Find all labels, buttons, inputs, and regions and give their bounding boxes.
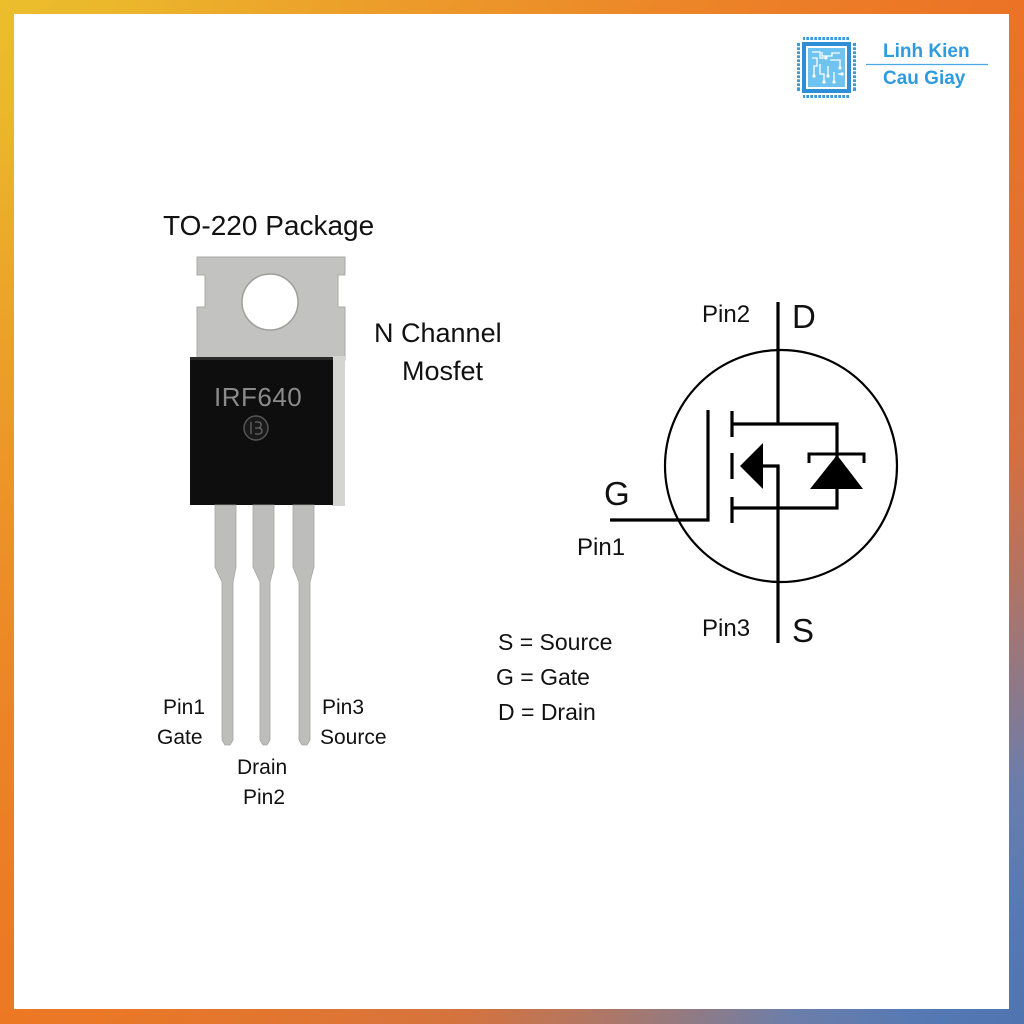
lead-pin2 xyxy=(252,504,275,746)
lead-pin1 xyxy=(214,504,237,746)
lead-pin3 xyxy=(292,504,315,746)
brand-name-line1: Linh Kien xyxy=(883,41,970,62)
channel-type-line2: Mosfet xyxy=(402,356,484,386)
mounting-hole xyxy=(241,273,299,331)
part-marking: IRF640 xyxy=(214,382,303,412)
circuit-chip-icon xyxy=(797,37,856,98)
gate-pin-label: Pin1 xyxy=(577,534,626,561)
source-symbol-label: S xyxy=(792,612,815,649)
to220-package-image xyxy=(190,256,346,746)
pin1-name-label: Gate xyxy=(157,726,203,749)
body-diode-icon xyxy=(810,455,863,489)
pin1-number-label: Pin1 xyxy=(163,696,206,719)
pin3-name-label: Source xyxy=(320,726,387,749)
gate-line xyxy=(610,410,710,522)
pin2-number-label: Pin2 xyxy=(243,786,286,809)
diagram-canvas xyxy=(14,14,1009,1009)
gate-symbol-label: G xyxy=(604,475,630,512)
package-title: TO-220 Package xyxy=(163,210,375,241)
drain-symbol-label: D xyxy=(792,298,816,335)
pin2-name-label: Drain xyxy=(237,756,288,779)
symbol-circle xyxy=(663,348,899,584)
diode-cathode-bar xyxy=(807,452,866,463)
channel-arrow-icon xyxy=(740,443,763,489)
drain-pin-label: Pin2 xyxy=(702,301,751,328)
legend-source: S = Source xyxy=(498,629,613,655)
pin3-number-label: Pin3 xyxy=(322,696,365,719)
source-pin-label: Pin3 xyxy=(702,615,751,642)
mosfet-schematic-symbol xyxy=(610,302,899,643)
channel-type-line1: N Channel xyxy=(374,318,502,348)
legend-gate: G = Gate xyxy=(496,664,590,690)
legend-drain: D = Drain xyxy=(498,699,596,725)
metal-edge xyxy=(332,356,345,506)
brand-name-line2: Cau Giay xyxy=(883,68,966,89)
